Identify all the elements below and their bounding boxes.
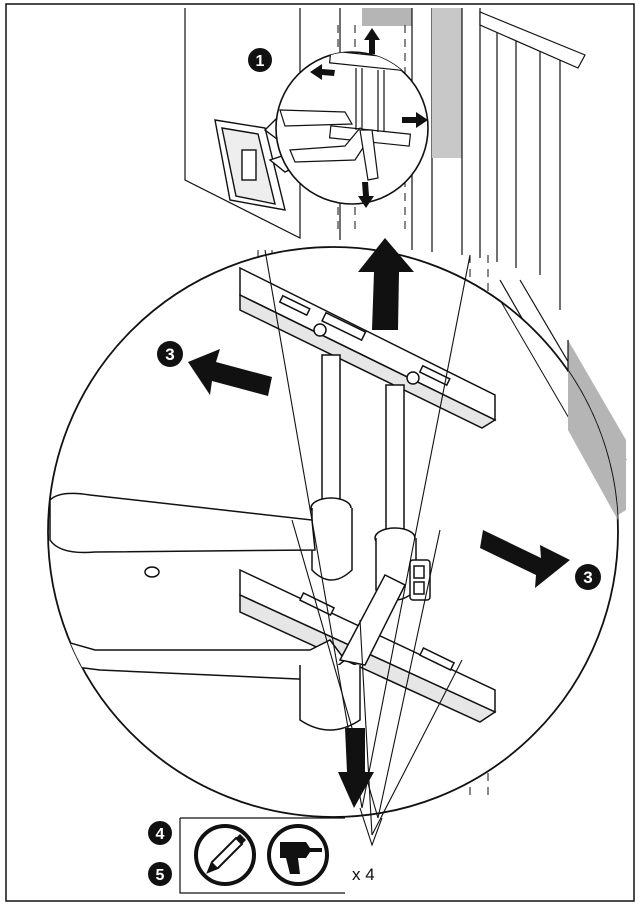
svg-text:3: 3 xyxy=(583,568,592,587)
arrow-left-small-icon xyxy=(310,64,335,80)
arrow-up-large-icon xyxy=(358,238,414,330)
step-badge-5: 5 xyxy=(148,862,172,886)
diagram-frame xyxy=(5,3,635,902)
screw-lines xyxy=(264,249,471,847)
step-badge-3-right: 3 xyxy=(575,564,601,590)
quantity-label: x 4 xyxy=(352,865,375,884)
detail-inset-small xyxy=(275,51,429,205)
arrow-right-small-icon xyxy=(402,112,428,128)
drill-icon xyxy=(267,824,329,886)
step-badge-1: 1 xyxy=(248,48,272,72)
arrow-down-small-icon xyxy=(358,182,374,208)
small-arrows xyxy=(310,28,428,208)
svg-text:3: 3 xyxy=(165,345,174,364)
pencil-icon xyxy=(194,824,256,886)
tools-box: x 4 xyxy=(179,817,375,894)
arrow-right-large-icon xyxy=(480,530,570,588)
svg-text:4: 4 xyxy=(156,826,165,843)
arrow-left-large-icon xyxy=(188,349,272,396)
svg-text:5: 5 xyxy=(156,867,165,884)
step-badge-4: 4 xyxy=(148,821,172,845)
detail-inset-large xyxy=(47,246,619,818)
step-badge-3-left: 3 xyxy=(157,341,183,367)
svg-text:1: 1 xyxy=(256,53,265,70)
arrow-up-small-icon xyxy=(364,28,380,54)
large-arrows xyxy=(188,238,570,808)
arrow-down-large-icon xyxy=(338,728,374,808)
